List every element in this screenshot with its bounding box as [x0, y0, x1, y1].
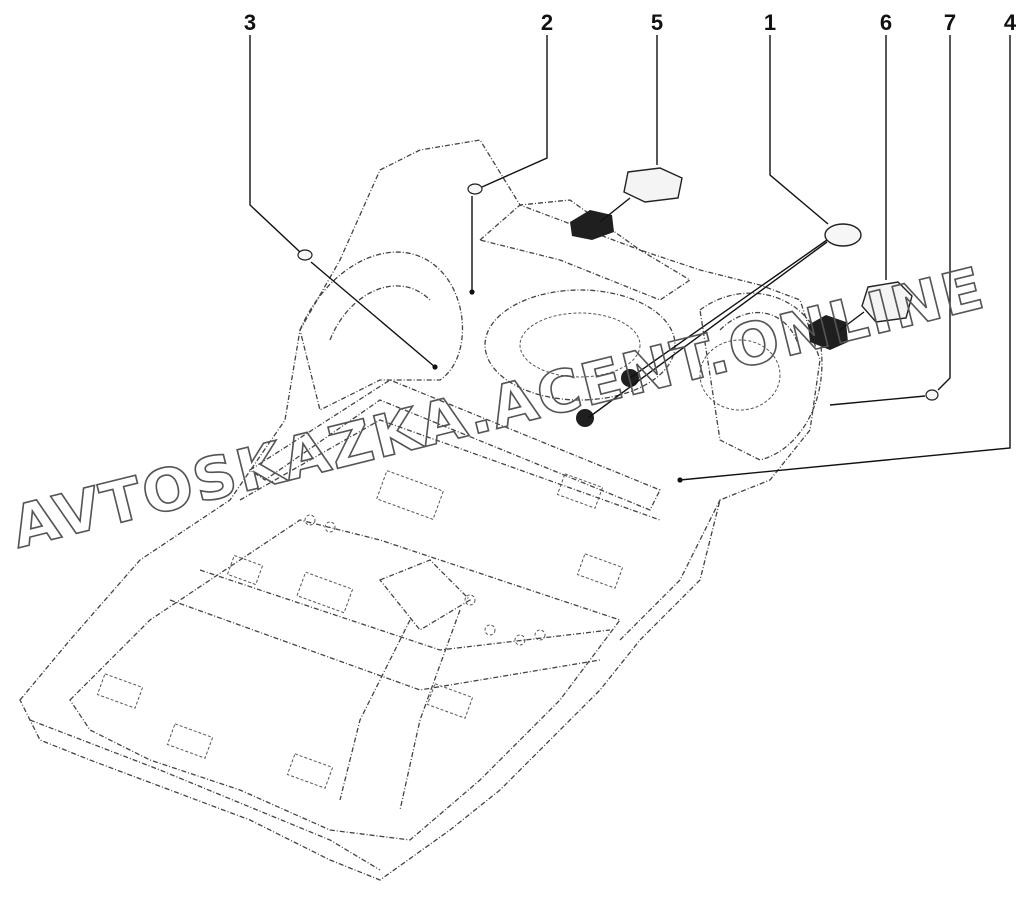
plug-part-3	[297, 249, 313, 261]
leader-lines	[249, 35, 1011, 481]
installed-pad-rear-left	[570, 210, 614, 240]
leader-dots	[432, 289, 683, 483]
floor-pan-body	[19, 139, 823, 881]
callout-numbers: 1 2 3 4 5 6 7	[244, 10, 1017, 35]
plug-parts	[297, 167, 939, 427]
pad-part-6	[861, 281, 913, 323]
installed-plug-b	[576, 409, 594, 427]
callout-1: 1	[764, 10, 776, 35]
watermark: AVTOSKAZKA.ACENT.ONLINE	[5, 254, 992, 562]
callout-2: 2	[541, 10, 553, 35]
plug-part-7	[925, 389, 939, 401]
callout-4: 4	[1004, 10, 1017, 35]
callout-6: 6	[880, 10, 892, 35]
callout-5: 5	[651, 10, 663, 35]
pad-part-5	[623, 167, 683, 203]
callout-7: 7	[944, 10, 956, 35]
plug-part-2	[467, 183, 483, 195]
installed-pad-rear-right	[808, 315, 848, 350]
callout-3: 3	[244, 10, 256, 35]
plug-part-1	[824, 223, 862, 247]
